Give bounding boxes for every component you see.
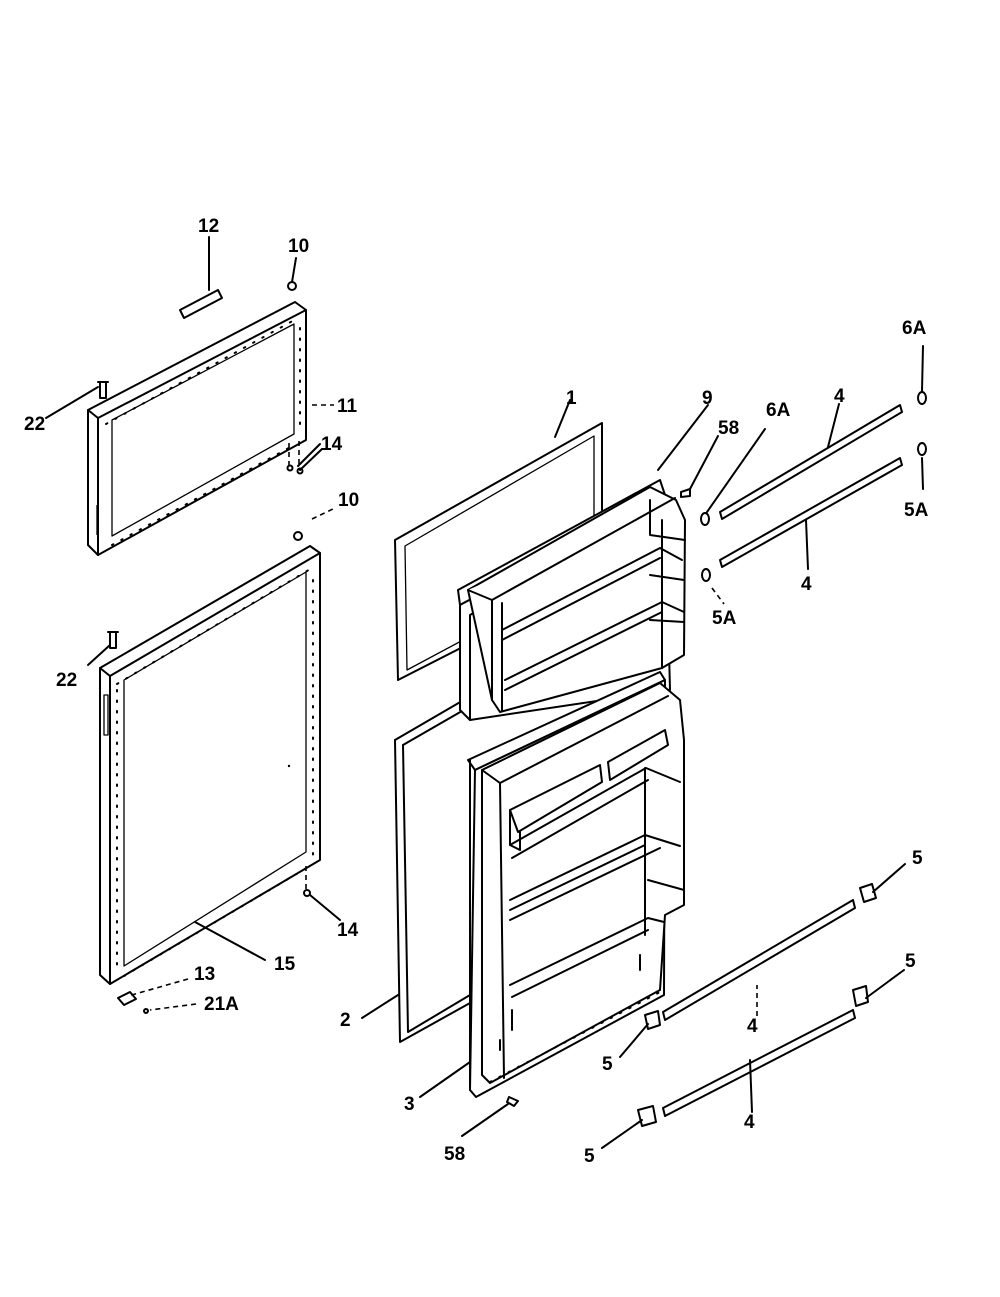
label-4-lower: 4 [747,1016,758,1037]
bottom-screw-21a [143,1008,149,1014]
label-14-top: 14 [321,434,343,455]
fresh-food-screw-22 [107,631,119,649]
label-58-bottom: 58 [444,1144,465,1165]
label-1: 1 [566,388,577,409]
shelf-bar-bottom-1 [662,899,856,1021]
label-14-bottom: 14 [337,920,359,941]
fresh-food-screw-58 [506,1096,519,1107]
label-12: 12 [198,216,219,237]
label-9: 9 [702,388,713,409]
label-15: 15 [274,954,296,975]
clip-5a-right [917,442,927,456]
freezer-handle-trim [179,289,223,319]
freezer-screw-58 [680,488,691,498]
label-4-bottom: 4 [744,1112,755,1133]
end-cap-5-top-right [859,883,877,903]
clip-6a-right [917,391,927,405]
label-5a-right: 5A [904,500,929,521]
label-5-top-right: 5 [912,848,923,869]
freezer-screw-22 [97,381,109,399]
label-58-top: 58 [718,418,739,439]
fresh-food-door-frame [99,545,321,985]
freezer-screws-14 [286,441,304,475]
fresh-food-door-liner [467,671,685,1098]
label-4-top: 4 [834,386,845,407]
shelf-bar-bottom-2 [662,1009,856,1117]
label-5a-left: 5A [712,608,737,629]
label-6a-middle: 6A [766,400,791,421]
shelf-bar-top-2 [719,457,903,568]
fresh-food-hinge-pin-top [293,531,303,541]
end-cap-5-bottom-right [852,985,869,1007]
label-10-top: 10 [288,236,309,257]
clip-6a-left [700,512,710,526]
label-11: 11 [337,396,358,417]
label-5-middle-left: 5 [602,1054,613,1075]
freezer-door-liner [457,479,686,721]
label-5-right: 5 [905,951,916,972]
label-3: 3 [404,1094,415,1115]
label-6a-right: 6A [902,318,927,339]
label-21a: 21A [204,994,239,1015]
part-labels: 12 10 22 11 14 10 22 14 15 13 21A 1 9 58… [24,216,929,1167]
fresh-food-screw-14 [303,866,311,897]
shelf-bar-top-1 [719,404,903,520]
freezer-door-frame [87,301,307,556]
end-cap-5-bottom-left [637,1105,657,1127]
label-4-upper-second: 4 [801,574,812,595]
label-22-top: 22 [24,414,45,435]
label-22-bottom: 22 [56,670,77,691]
label-5-bottom-left: 5 [584,1146,595,1167]
label-10-bottom: 10 [338,490,359,511]
label-13: 13 [194,964,215,985]
freezer-hinge-pin-top [287,281,297,291]
label-2: 2 [340,1010,351,1031]
clip-5a-left [701,568,711,582]
leader-lines [45,236,924,1149]
